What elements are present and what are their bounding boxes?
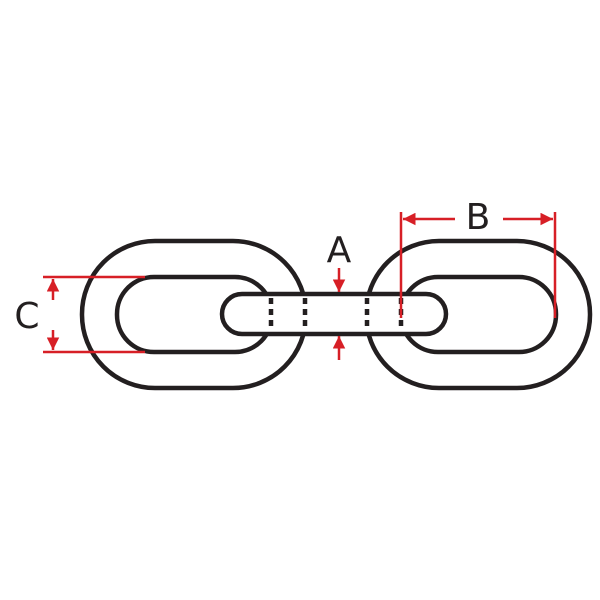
label-c: C <box>14 296 39 337</box>
middle-chain-link <box>219 291 449 337</box>
dimension-c <box>43 275 145 354</box>
label-a: A <box>327 230 352 271</box>
label-b: B <box>466 197 491 238</box>
dimension-b <box>399 212 557 318</box>
